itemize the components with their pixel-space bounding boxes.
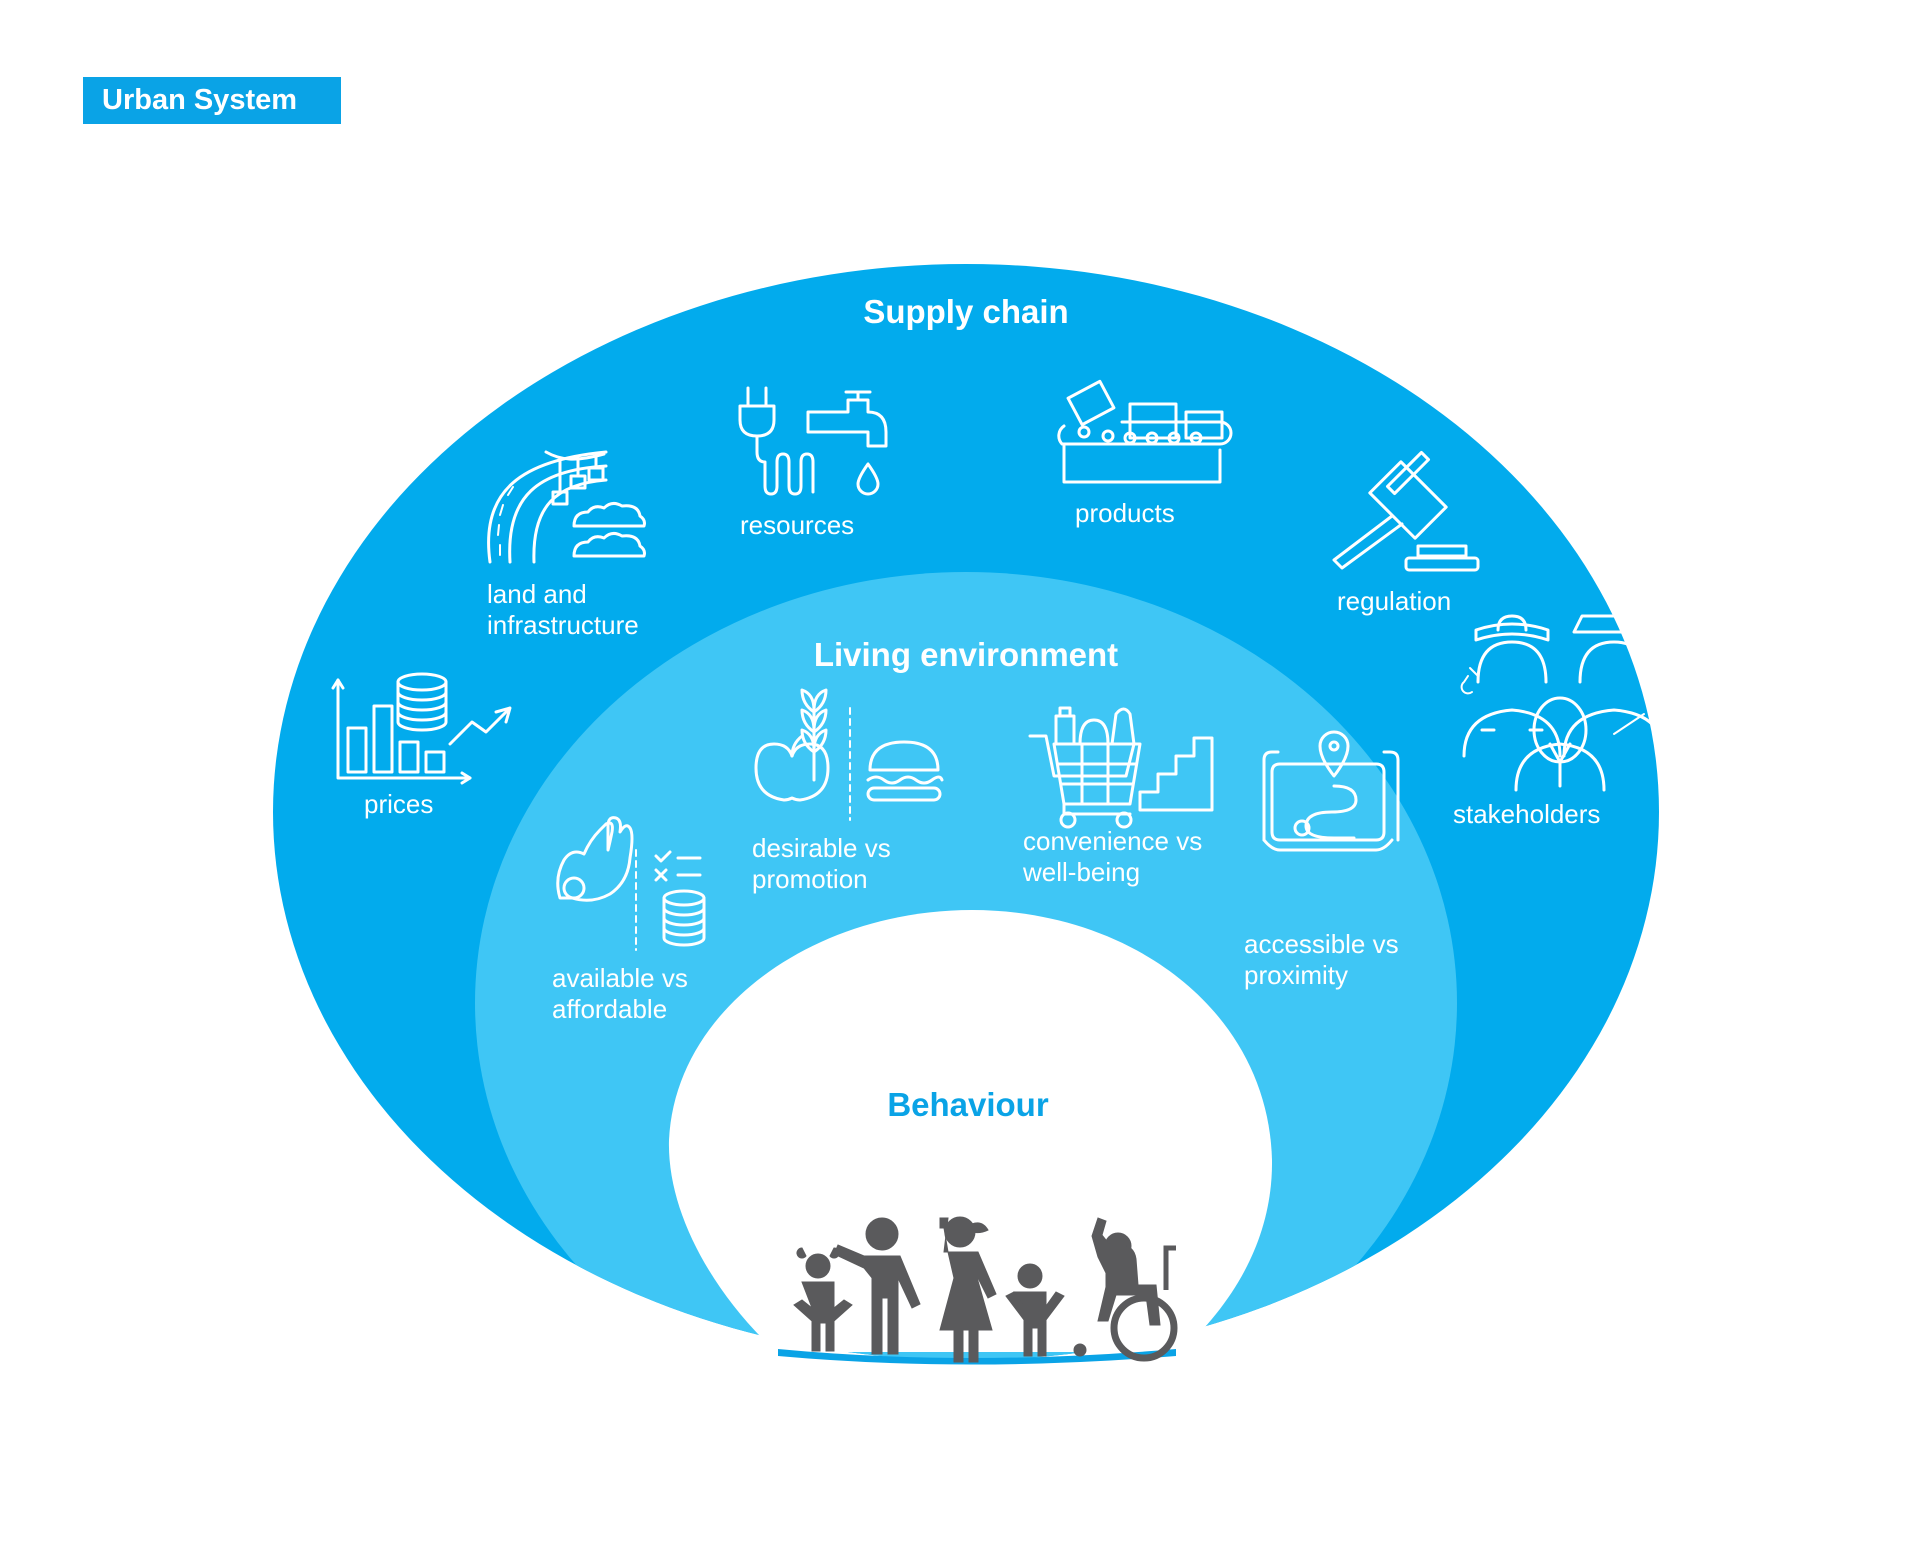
- apple-burger-icon: [754, 688, 944, 821]
- price-chart-icon: [331, 672, 512, 785]
- label-stakeholders: stakeholders: [1453, 799, 1601, 829]
- plug-tap-icon: [738, 386, 888, 496]
- conveyor-belt-icon: [1057, 379, 1233, 484]
- road-bridge-icon: [487, 450, 646, 564]
- label-resources: resources: [740, 510, 855, 540]
- label-products: products: [1075, 498, 1175, 528]
- ok-coins-icon: [556, 816, 706, 951]
- map-pin-icon: [1262, 730, 1400, 852]
- family-icon: [793, 1216, 1178, 1363]
- label-accessible-vs-proximity: accessible vs proximity: [1244, 929, 1399, 990]
- ground-line: [778, 1349, 1176, 1365]
- people-group-icon: [1460, 614, 1666, 792]
- label-prices: prices: [364, 789, 434, 819]
- supply-chain-heading: Supply chain: [863, 293, 1069, 330]
- living-environment-heading: Living environment: [813, 636, 1119, 673]
- behaviour-heading: Behaviour: [887, 1086, 1049, 1123]
- cart-stairs-icon: [1028, 706, 1214, 829]
- label-desirable-vs-promotion: desirable vs promotion: [752, 833, 891, 894]
- page-title: Urban System: [83, 77, 341, 124]
- label-available-vs-affordable: available vs affordable: [552, 963, 688, 1024]
- label-regulation: regulation: [1337, 586, 1452, 616]
- label-land-and-infrastructure: land and infrastructure: [487, 579, 639, 640]
- label-convenience-vs-well-being: convenience vs well-being: [1023, 826, 1203, 887]
- gavel-icon: [1332, 450, 1480, 572]
